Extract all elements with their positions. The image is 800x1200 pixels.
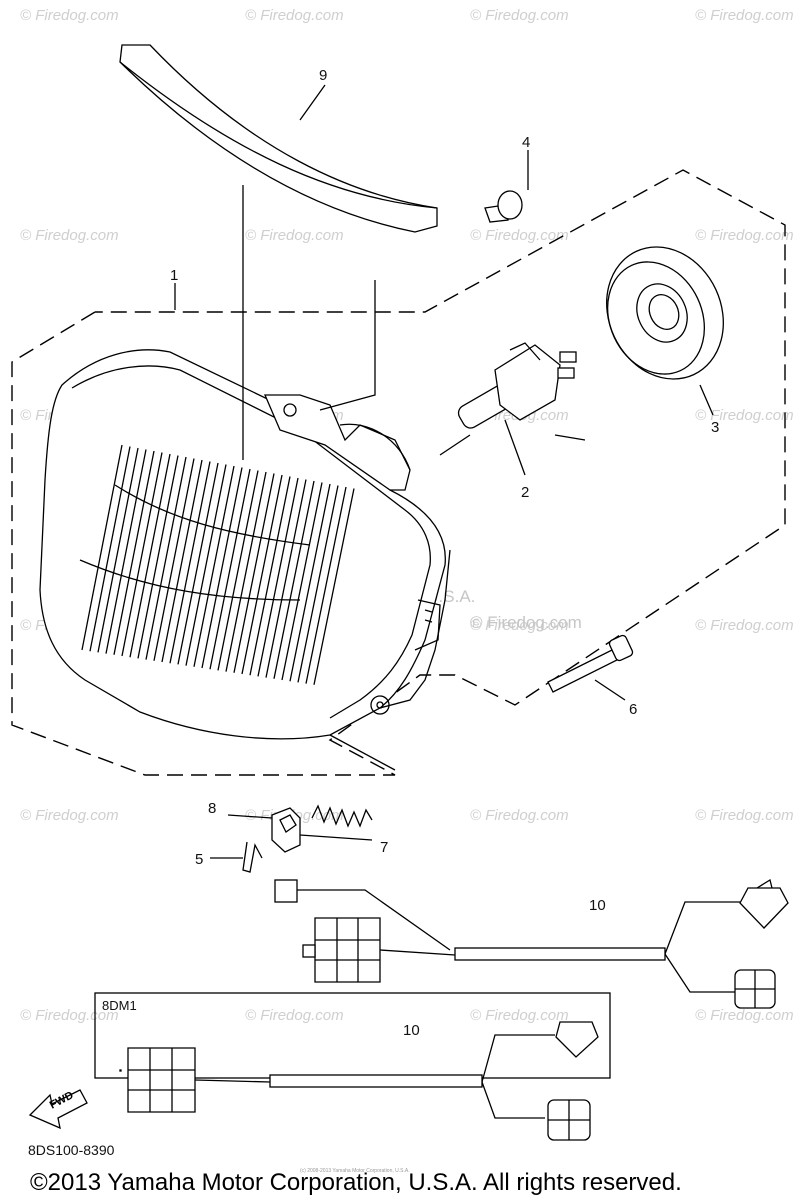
inset-label: 8DM1 — [102, 998, 137, 1013]
callout-10-inset: 10 — [403, 1022, 420, 1039]
clip-part-5 — [242, 841, 263, 873]
grill-line — [241, 474, 283, 675]
grill-line — [281, 482, 323, 681]
grill-line — [217, 470, 259, 671]
callout-8: 8 — [208, 800, 216, 817]
watermark-text: © Firedog.com — [695, 407, 794, 424]
watermark-text: © Firedog.com — [470, 227, 569, 244]
grill-line — [113, 450, 155, 655]
grill-line — [313, 488, 355, 685]
watermark-text: © Firedog.com — [695, 227, 794, 244]
small-print: (c) 2008-2013 Yamaha Motor Corporation, … — [300, 1168, 410, 1174]
leader-lines — [174, 84, 714, 859]
grill-line — [265, 479, 307, 678]
callout-4: 4 — [522, 134, 530, 151]
watermark-text: © Firedog.com — [20, 7, 119, 24]
grill-line — [81, 444, 123, 651]
watermark-text: © Firedog.com — [20, 807, 119, 824]
callout-2: 2 — [521, 484, 529, 501]
grill-line — [209, 468, 251, 670]
wire-harness-part-10 — [274, 878, 789, 1009]
grill-line — [305, 486, 347, 684]
grill-line — [225, 471, 267, 672]
grill-line — [201, 467, 243, 669]
watermark-text: © Firedog.com — [695, 617, 794, 634]
headlight-housing — [39, 349, 451, 740]
watermark-center-site: © Firedog.com — [470, 613, 582, 632]
grill-line — [89, 446, 131, 652]
visor-part — [119, 44, 438, 233]
grill-line — [97, 447, 139, 653]
callout-10: 10 — [589, 897, 606, 914]
assembly-outline — [11, 169, 786, 776]
fwd-arrow — [28, 1089, 88, 1130]
grill-line — [177, 462, 219, 665]
watermark-text: © Firedog.com — [20, 1007, 119, 1024]
callout-1: 1 — [170, 267, 178, 284]
grill-line — [273, 480, 315, 679]
lens-contour-1 — [114, 484, 311, 546]
grill-line — [193, 465, 235, 667]
grill-line — [249, 476, 291, 676]
watermark-text: © Firedog.com — [245, 227, 344, 244]
visor-edge — [119, 61, 438, 209]
watermark-text: © Firedog.com — [245, 7, 344, 24]
grill-line — [137, 455, 179, 659]
callout-5: 5 — [195, 851, 203, 868]
grill-line — [105, 449, 147, 654]
lens-grill-lines — [81, 444, 355, 685]
grill-line — [185, 464, 227, 666]
watermark-text: © Firedog.com — [470, 617, 569, 634]
grill-line — [297, 485, 339, 683]
copyright-footer: ©2013 Yamaha Motor Corporation, U.S.A. A… — [30, 1169, 682, 1196]
watermark-text: © Firedog.com — [695, 807, 794, 824]
watermark-text: © Firedog.com — [470, 1007, 569, 1024]
bulb-part — [457, 342, 577, 429]
spring-part-7 — [311, 804, 373, 828]
watermark-text: © Firedog.com — [20, 227, 119, 244]
diagram-code: 8DS100-8390 — [28, 1142, 115, 1158]
nut-part-8 — [271, 807, 301, 853]
watermark-text: © Firedog.com — [470, 7, 569, 24]
grill-line — [233, 473, 275, 673]
callout-7: 7 — [380, 839, 388, 856]
watermark-text: © Firedog.com — [695, 1007, 794, 1024]
grill-line — [145, 456, 187, 660]
grill-line — [289, 483, 331, 682]
watermark-text: © Firedog.com — [245, 1007, 344, 1024]
inset-harness — [119, 1021, 599, 1141]
grill-line — [161, 459, 203, 663]
callout-3: 3 — [711, 419, 719, 436]
callout-9: 9 — [319, 67, 327, 84]
watermark-text: © Firedog.com — [470, 807, 569, 824]
bulb-cover-part — [606, 246, 724, 380]
bolt-part-6 — [547, 634, 634, 693]
callout-6: 6 — [629, 701, 637, 718]
watermark-text: © Firedog.com — [695, 7, 794, 24]
grill-line — [129, 453, 171, 658]
grill-line — [153, 458, 195, 661]
grill-line — [257, 477, 299, 677]
grill-line — [121, 452, 163, 657]
lens-contour-2 — [79, 559, 301, 601]
screw-part-4 — [484, 190, 523, 223]
grill-line — [169, 461, 211, 664]
